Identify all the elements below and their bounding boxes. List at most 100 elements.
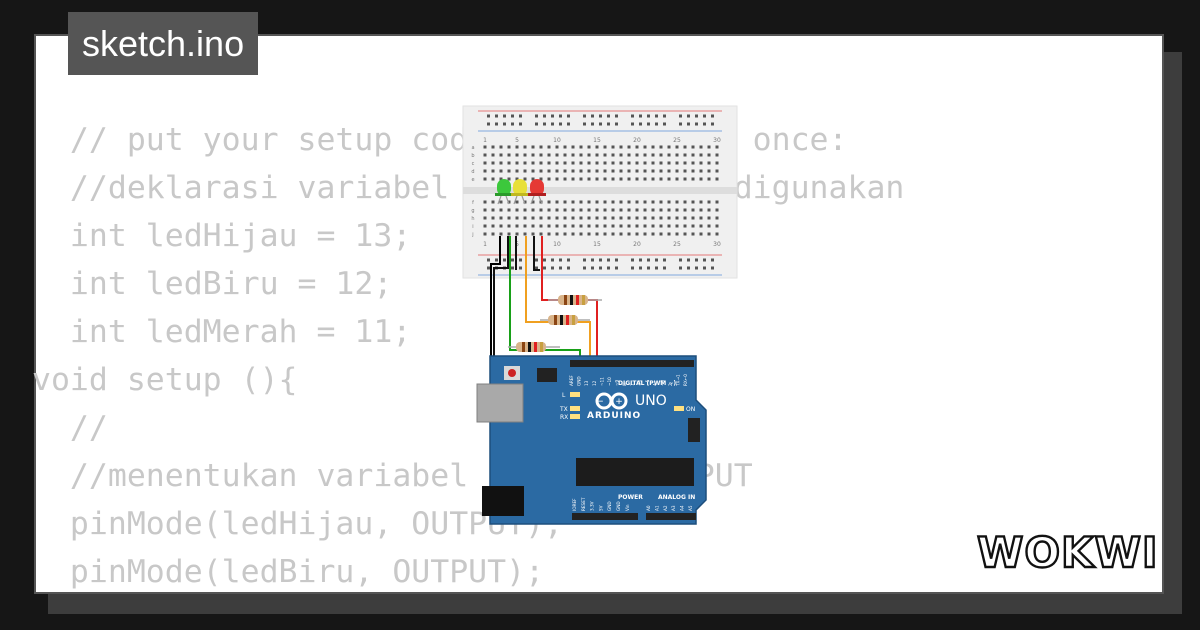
breadboard-hole <box>523 216 527 220</box>
breadboard-hole <box>483 161 487 165</box>
rail-hole <box>511 266 514 270</box>
breadboard-hole <box>603 200 607 204</box>
breadboard-hole <box>491 161 495 165</box>
breadboard-hole <box>667 208 671 212</box>
breadboard-hole <box>499 177 503 181</box>
breadboard-hole <box>547 177 551 181</box>
rail-hole <box>567 122 570 126</box>
rail-hole <box>631 114 634 118</box>
row-letter: d <box>471 169 474 175</box>
breadboard-hole <box>539 232 543 236</box>
rail-hole <box>599 258 602 262</box>
breadboard-hole <box>515 177 519 181</box>
breadboard-hole <box>643 153 647 157</box>
breadboard-hole <box>627 208 631 212</box>
pin-label: ~11 <box>599 377 604 386</box>
breadboard-hole <box>707 145 711 149</box>
breadboard-hole <box>675 169 679 173</box>
breadboard-hole <box>483 169 487 173</box>
breadboard-hole <box>715 145 719 149</box>
on-label: ON <box>686 406 695 413</box>
rail-hole <box>591 266 594 270</box>
breadboard-hole <box>603 153 607 157</box>
breadboard-hole <box>595 232 599 236</box>
breadboard-hole <box>715 224 719 228</box>
breadboard-hole <box>699 224 703 228</box>
rail-hole <box>679 266 682 270</box>
breadboard-hole <box>515 169 519 173</box>
breadboard-hole <box>491 224 495 228</box>
pin-label: 2 <box>668 383 673 386</box>
breadboard-hole <box>699 232 703 236</box>
breadboard-hole <box>571 169 575 173</box>
row-letter: f <box>472 200 474 206</box>
breadboard-hole <box>515 200 519 204</box>
rail-hole <box>519 122 522 126</box>
breadboard-hole <box>539 208 543 212</box>
rail-hole <box>687 258 690 262</box>
breadboard-hole <box>667 145 671 149</box>
breadboard-hole <box>507 169 511 173</box>
breadboard-hole <box>579 224 583 228</box>
column-number: 15 <box>593 137 601 144</box>
breadboard-hole <box>715 216 719 220</box>
rail-hole <box>663 114 666 118</box>
breadboard-hole <box>547 153 551 157</box>
breadboard-hole <box>675 145 679 149</box>
breadboard-hole <box>611 216 615 220</box>
breadboard-hole <box>603 208 607 212</box>
breadboard-hole <box>659 161 663 165</box>
column-number: 30 <box>713 241 721 248</box>
rail-hole <box>503 258 506 262</box>
breadboard-hole <box>611 161 615 165</box>
breadboard-hole <box>587 169 591 173</box>
breadboard-hole <box>675 232 679 236</box>
rail-hole <box>711 122 714 126</box>
breadboard-hole <box>515 153 519 157</box>
breadboard-hole <box>531 177 535 181</box>
rail-hole <box>615 258 618 262</box>
breadboard-hole <box>635 208 639 212</box>
pin-label: 8 <box>622 383 627 386</box>
pin-label: ~9 <box>615 379 620 386</box>
rail-hole <box>535 114 538 118</box>
breadboard-hole <box>563 224 567 228</box>
breadboard-hole <box>595 177 599 181</box>
breadboard-hole <box>691 216 695 220</box>
breadboard-hole <box>483 208 487 212</box>
breadboard-hole <box>715 169 719 173</box>
row-letter: e <box>471 177 474 183</box>
pin-label: AREF <box>569 375 574 386</box>
breadboard-hole <box>539 224 543 228</box>
breadboard-hole <box>507 145 511 149</box>
breadboard-hole <box>643 169 647 173</box>
rail-hole <box>511 122 514 126</box>
rail-hole <box>543 266 546 270</box>
analog-label: ANALOG IN <box>658 494 695 501</box>
breadboard-hole <box>659 145 663 149</box>
breadboard-hole <box>539 169 543 173</box>
rail-hole <box>583 258 586 262</box>
breadboard-hole <box>715 232 719 236</box>
rail-hole <box>607 258 610 262</box>
rail-hole <box>599 266 602 270</box>
breadboard-hole <box>635 216 639 220</box>
breadboard-hole <box>579 216 583 220</box>
rail-hole <box>503 122 506 126</box>
breadboard-hole <box>531 169 535 173</box>
rail-hole <box>559 122 562 126</box>
sketch-title: sketch.ino <box>68 12 259 75</box>
breadboard-hole <box>651 177 655 181</box>
breadboard-hole <box>587 177 591 181</box>
breadboard-hole <box>603 145 607 149</box>
pin-label: Vin <box>625 504 630 511</box>
rail-hole <box>599 114 602 118</box>
breadboard-hole <box>611 224 615 228</box>
rail-hole <box>647 114 650 118</box>
rail-hole <box>695 258 698 262</box>
pin-label: 4 <box>653 383 658 386</box>
breadboard-hole <box>595 169 599 173</box>
breadboard-hole <box>683 177 687 181</box>
breadboard-hole <box>691 200 695 204</box>
